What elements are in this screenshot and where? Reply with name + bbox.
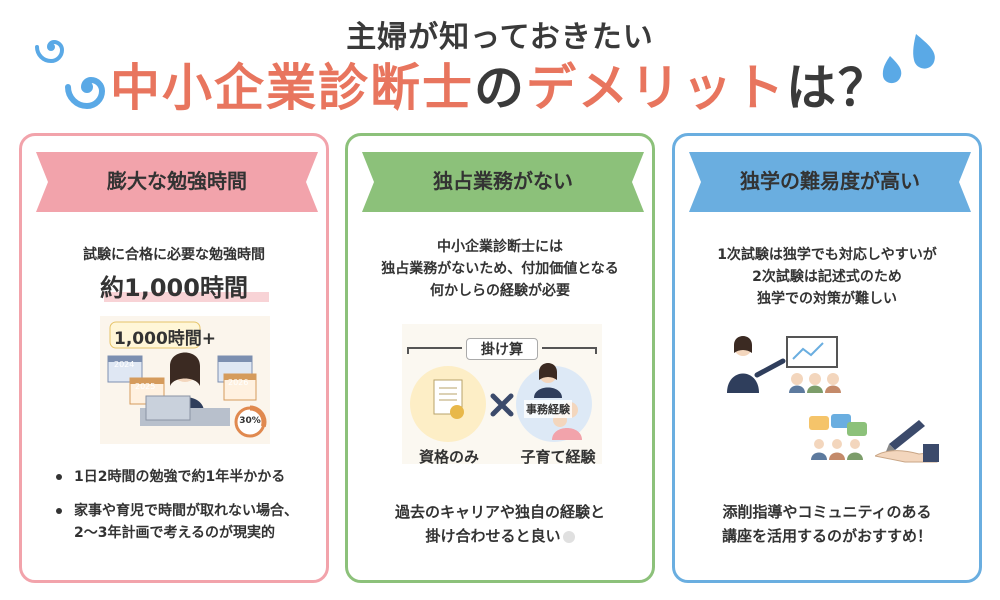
right-label: 子育て経験	[520, 448, 596, 466]
card-3-heading: 独学の難易度が高い	[740, 169, 920, 193]
title-part-4: は？	[786, 59, 890, 117]
card-study-time: 膨大な勉強時間 試験に合格に必要な勉強時間 約1,000時間 1,000時間+ …	[19, 133, 329, 583]
page-subtitle: 主婦が知っておきたい	[346, 20, 654, 55]
illustration-year-2026: 2026	[228, 378, 249, 387]
card-3-footer-line: 講座を活用するのがおすすめ！	[721, 527, 932, 545]
teacher-classroom-icon	[727, 336, 841, 393]
left-label: 資格のみ	[418, 448, 479, 466]
bullet-line: 家事や育児で時間が取れない場合、	[74, 503, 298, 519]
illustration-year-2025: 2025	[135, 382, 156, 391]
community-chat-icon	[809, 414, 867, 460]
card-2-desc-line: 何かしらの経験が必要	[430, 283, 570, 299]
page-title: 中小企業診断士のデメリットは？	[0, 58, 1000, 118]
card-2-heading: 独占業務がない	[433, 169, 573, 193]
studying-woman-illustration	[100, 316, 270, 444]
sweat-drops-icon	[882, 34, 935, 84]
title-part-2: の	[474, 59, 526, 117]
illustration-hours-label: 1,000時間+	[114, 329, 217, 349]
card-1-bullets: 1日2時間の勉強で約1年半かかる 家事や育児で時間が取れない場合、 2〜3年計画で…	[52, 466, 322, 544]
swirl-icon-large	[65, 76, 106, 110]
title-part-1: 中小企業診断士	[110, 59, 474, 117]
pen-writing-icon	[875, 420, 939, 463]
card-1-highlight: 約1,000時間	[100, 274, 248, 302]
card-1-ribbon: 膨大な勉強時間	[36, 152, 318, 212]
card-2-desc-line: 中小企業診断士には	[437, 239, 563, 255]
bullet-item: 家事や育児で時間が取れない場合、 2〜3年計画で考えるのが現実的	[52, 500, 322, 544]
illustration-progress-label: 30%	[239, 416, 261, 426]
illustration-year-2024: 2024	[114, 360, 135, 369]
card-3-desc: 1次試験は独学でも対応しやすいが 2次試験は記述式のため 独学での対策が難しい	[675, 244, 979, 310]
card-2-desc: 中小企業診断士には 独占業務がないため、付加価値となる 何かしらの経験が必要	[348, 236, 652, 302]
card-1-desc: 試験に合格に必要な勉強時間	[83, 247, 265, 263]
card-3-footer: 添削指導やコミュニティのある 講座を活用するのがおすすめ！	[675, 500, 979, 548]
swirl-icon-small	[35, 39, 65, 64]
dot-icon	[562, 530, 575, 543]
card-3-footer-line: 添削指導やコミュニティのある	[722, 503, 932, 521]
card-3-desc-line: 独学での対策が難しい	[757, 291, 897, 307]
card-2-footer-line: 掛け合わせると良い	[348, 524, 652, 548]
card-3-ribbon: 独学の難易度が高い	[689, 152, 971, 212]
badge-label: 事務経験	[524, 400, 572, 418]
card-self-study-difficulty: 独学の難易度が高い 1次試験は独学でも対応しやすいが 2次試験は記述式のため 独…	[672, 133, 982, 583]
card-no-exclusive-business: 独占業務がない 中小企業診断士には 独占業務がないため、付加価値となる 何かしら…	[345, 133, 655, 583]
card-2-desc-line: 独占業務がないため、付加価値となる	[381, 261, 619, 277]
card-3-desc-line: 1次試験は独学でも対応しやすいが	[717, 247, 937, 263]
card-3-desc-line: 2次試験は記述式のため	[752, 269, 902, 285]
bullet-line: 2〜3年計画で考えるのが現実的	[74, 525, 276, 541]
card-2-footer-line: 過去のキャリアや独自の経験と	[394, 503, 605, 521]
bullet-item: 1日2時間の勉強で約1年半かかる	[52, 466, 322, 488]
card-2-footer: 過去のキャリアや独自の経験と 掛け合わせると良い	[348, 500, 652, 548]
bracket-label: 掛け算	[466, 338, 538, 360]
progress-ring	[233, 405, 267, 439]
title-part-3: デメリット	[526, 59, 786, 117]
card-2-ribbon: 独占業務がない	[362, 152, 644, 212]
highlight-underline	[104, 292, 269, 302]
card-1-heading: 膨大な勉強時間	[107, 169, 247, 193]
